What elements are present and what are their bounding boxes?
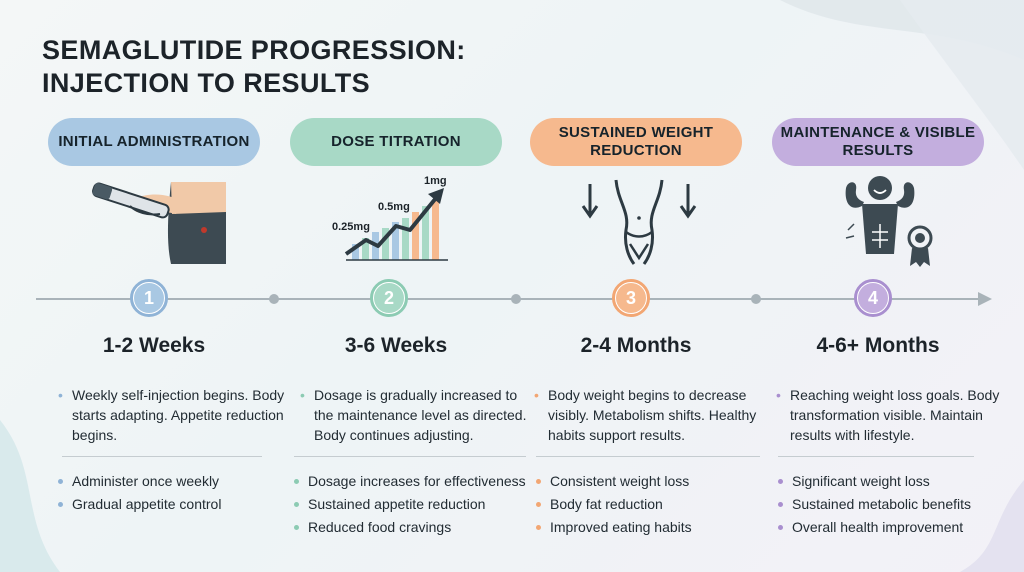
step-number-3: 3 bbox=[616, 283, 646, 313]
step-node-4: 4 bbox=[854, 279, 892, 317]
bullet-icon: • bbox=[776, 387, 781, 403]
description-3: • Body weight begins to decrease visibly… bbox=[534, 385, 766, 445]
description-text-2: Dosage is gradually increased to the mai… bbox=[314, 387, 527, 443]
bullet-list-3: Consistent weight loss Body fat reductio… bbox=[536, 470, 786, 539]
bullet-icon: • bbox=[300, 387, 305, 403]
phase-label-3: SUSTAINED WEIGHT REDUCTION bbox=[530, 118, 742, 166]
description-4: • Reaching weight loss goals. Body trans… bbox=[776, 385, 1008, 445]
divider bbox=[294, 456, 526, 457]
injection-pen-icon bbox=[92, 182, 226, 264]
bullet-list-4: Significant weight loss Sustained metabo… bbox=[778, 470, 1024, 539]
step-node-3: 3 bbox=[612, 279, 650, 317]
step-number-4: 4 bbox=[858, 283, 888, 313]
period-2: 3-6 Weeks bbox=[344, 334, 448, 357]
list-item: Administer once weekly bbox=[58, 470, 308, 493]
bullet-list-1: Administer once weekly Gradual appetite … bbox=[58, 470, 308, 516]
timeline-dot bbox=[751, 294, 761, 304]
list-item: Dosage increases for effectiveness bbox=[294, 470, 544, 493]
page-title: SEMAGLUTIDE PROGRESSION: INJECTION TO RE… bbox=[42, 34, 466, 100]
list-item: Body fat reduction bbox=[536, 493, 786, 516]
timeline-arrow-icon bbox=[978, 292, 992, 306]
period-1: 1-2 Weeks bbox=[102, 334, 206, 357]
bullet-icon: • bbox=[534, 387, 539, 403]
description-text-1: Weekly self-injection begins. Body start… bbox=[72, 387, 285, 443]
title-line-1: SEMAGLUTIDE PROGRESSION: bbox=[42, 35, 466, 65]
step-number-1: 1 bbox=[134, 283, 164, 313]
divider bbox=[536, 456, 760, 457]
divider bbox=[778, 456, 974, 457]
list-item: Consistent weight loss bbox=[536, 470, 786, 493]
timeline-dot bbox=[269, 294, 279, 304]
bullet-list-2: Dosage increases for effectiveness Susta… bbox=[294, 470, 544, 539]
title-line-2: INJECTION TO RESULTS bbox=[42, 68, 371, 98]
dose-chart-icon: 0.25mg 0.5mg 1mg bbox=[332, 175, 448, 261]
list-item: Overall health improvement bbox=[778, 516, 1024, 539]
waist-icon bbox=[581, 179, 697, 265]
phase-label-1: INITIAL ADMINISTRATION bbox=[48, 118, 260, 166]
list-item: Gradual appetite control bbox=[58, 493, 308, 516]
timeline-dot bbox=[511, 294, 521, 304]
description-text-4: Reaching weight loss goals. Body transfo… bbox=[790, 387, 1000, 443]
phase-label-2: DOSE TITRATION bbox=[290, 118, 502, 166]
list-item: Significant weight loss bbox=[778, 470, 1024, 493]
period-4: 4-6+ Months bbox=[816, 334, 940, 357]
bullet-icon: • bbox=[58, 387, 63, 403]
dose-label-1: 0.5mg bbox=[378, 201, 410, 213]
strong-figure-icon bbox=[845, 176, 933, 267]
list-item: Sustained appetite reduction bbox=[294, 493, 544, 516]
description-2: • Dosage is gradually increased to the m… bbox=[300, 385, 530, 445]
divider bbox=[62, 456, 262, 457]
step-number-2: 2 bbox=[374, 283, 404, 313]
step-node-2: 2 bbox=[370, 279, 408, 317]
list-item: Sustained metabolic benefits bbox=[778, 493, 1024, 516]
description-text-3: Body weight begins to decrease visibly. … bbox=[548, 387, 757, 443]
dose-label-0: 0.25mg bbox=[332, 221, 370, 233]
list-item: Improved eating habits bbox=[536, 516, 786, 539]
phase-label-4: MAINTENANCE & VISIBLE RESULTS bbox=[772, 118, 984, 166]
description-1: • Weekly self-injection begins. Body sta… bbox=[58, 385, 288, 445]
list-item: Reduced food cravings bbox=[294, 516, 544, 539]
step-node-1: 1 bbox=[130, 279, 168, 317]
dose-label-2: 1mg bbox=[424, 175, 447, 187]
period-3: 2-4 Months bbox=[580, 334, 692, 357]
